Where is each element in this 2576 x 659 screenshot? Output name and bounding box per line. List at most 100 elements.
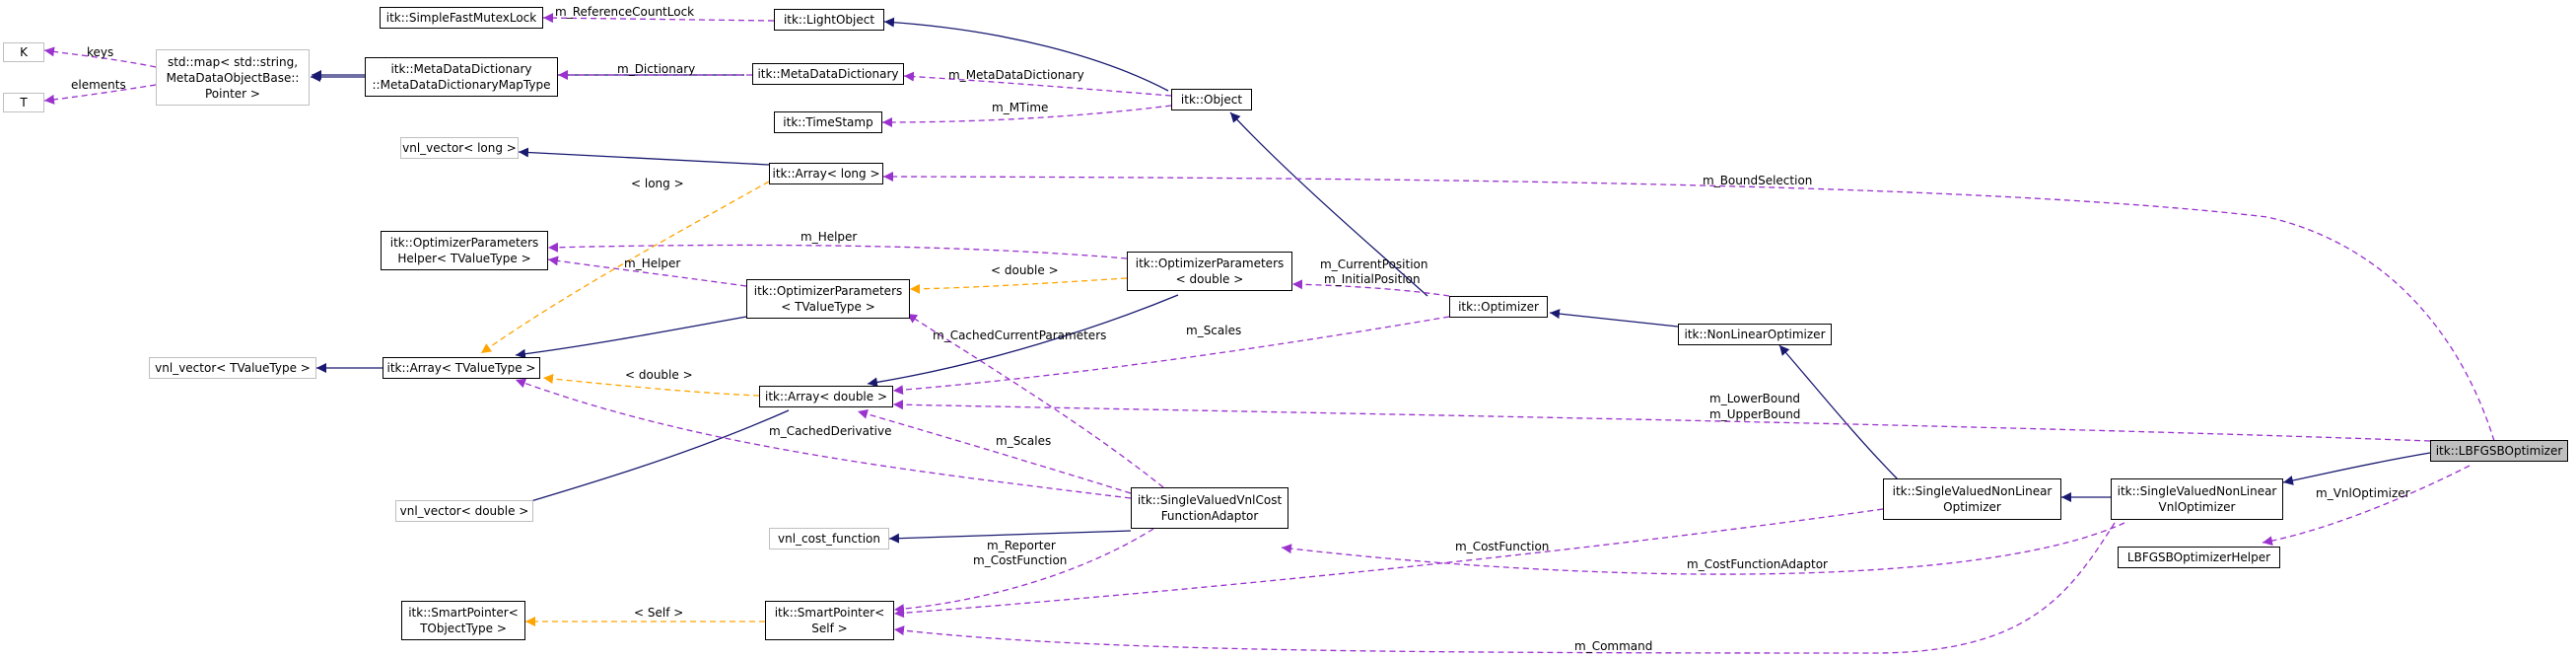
node-label-line: Helper< TValueType > bbox=[397, 252, 531, 265]
label-metadata-dictionary: m_MetaDataDictionary bbox=[948, 68, 1084, 82]
edge-svvcfa-scales bbox=[857, 408, 1132, 494]
node-label-line: < double > bbox=[1175, 272, 1244, 286]
edge-lbfgsb-bounds bbox=[892, 400, 2431, 442]
node-label-line: itk::Array< double > bbox=[764, 390, 888, 403]
node-label-line: itk::SmartPointer< bbox=[774, 606, 885, 620]
node-label-line: MetaDataObjectBase:: bbox=[166, 70, 300, 85]
node-simple-fast-mutex-lock[interactable]: itk::SimpleFastMutexLock bbox=[380, 7, 543, 29]
node-label-line: itk::NonLinearOptimizer bbox=[1684, 328, 1826, 341]
node-optimizer-parameters-double[interactable]: itk::OptimizerParameters< double > bbox=[1127, 252, 1292, 291]
label-helper-top: m_Helper bbox=[801, 230, 858, 244]
label-double-op: < double > bbox=[991, 263, 1059, 277]
node-label-line: itk::LBFGSBOptimizer bbox=[2435, 444, 2563, 458]
node-array-long[interactable]: itk::Array< long > bbox=[769, 163, 883, 184]
node-label-line: ::MetaDataDictionaryMapType bbox=[372, 78, 551, 92]
edge-lbfgsb-inherits-svnlvo bbox=[2282, 452, 2431, 485]
label-helper-bottom: m_Helper bbox=[624, 256, 681, 270]
node-label-line: Pointer > bbox=[205, 86, 260, 101]
node-label-line: T bbox=[20, 96, 28, 110]
node-label-line: TObjectType > bbox=[420, 622, 507, 635]
edge-nlo-inherits-optimizer bbox=[1549, 309, 1679, 328]
node-array-tvaluetype[interactable]: itk::Array< TValueType > bbox=[383, 357, 540, 379]
edge-svvcfa-inherits-vnl-cost bbox=[888, 530, 1132, 544]
node-label-line: vnl_cost_function bbox=[778, 532, 880, 546]
label-reference-count-lock: m_ReferenceCountLock bbox=[555, 5, 695, 19]
node-smart-pointer-self[interactable]: itk::SmartPointer<Self > bbox=[765, 601, 894, 640]
edge-svvcfa-cached-params bbox=[906, 313, 1164, 488]
label-cost-function-adaptor: m_CostFunctionAdaptor bbox=[1687, 557, 1828, 571]
edge-op-d-template bbox=[909, 277, 1128, 294]
node-object[interactable]: itk::Object bbox=[1171, 89, 1252, 110]
node-label-line: Optimizer bbox=[1943, 500, 2001, 514]
node-vnl-cost-function[interactable]: vnl_cost_function bbox=[769, 528, 889, 549]
edge-svnlvo-cost-adaptor bbox=[1281, 522, 2125, 575]
label-long: < long > bbox=[631, 177, 684, 190]
node-label-line: itk::SingleValuedVnlCost bbox=[1137, 493, 1283, 507]
node-label-line: VnlOptimizer bbox=[2158, 500, 2236, 514]
edge-array-long-inherits-vnl-long bbox=[518, 147, 770, 166]
edge-lbfgsb-bound-selection bbox=[882, 172, 2495, 442]
node-label-line: itk::SingleValuedNonLinear bbox=[1892, 484, 2053, 498]
label-current-position: m_CurrentPosition bbox=[1320, 257, 1428, 271]
node-label-line: < TValueType > bbox=[781, 300, 875, 314]
edge-svnlo-inherits-nlo bbox=[1778, 344, 1899, 480]
node-label-line: K bbox=[20, 45, 28, 59]
node-vnl-vector-long[interactable]: vnl_vector< long > bbox=[400, 137, 519, 159]
edge-op-d-inherits-array-d bbox=[867, 294, 1179, 388]
node-label-line: itk::OptimizerParameters bbox=[753, 284, 903, 298]
label-cost-function-left: m_CostFunction bbox=[973, 553, 1068, 567]
node-lbfgsb-optimizer[interactable]: itk::LBFGSBOptimizer bbox=[2430, 440, 2568, 462]
edge-object-mdd bbox=[903, 71, 1172, 97]
label-dictionary: m_Dictionary bbox=[617, 62, 696, 76]
label-bound-selection: m_BoundSelection bbox=[1703, 174, 1813, 187]
node-light-object[interactable]: itk::LightObject bbox=[774, 9, 884, 31]
node-optimizer[interactable]: itk::Optimizer bbox=[1449, 296, 1548, 318]
node-lbfgsb-optimizer-helper[interactable]: LBFGSBOptimizerHelper bbox=[2118, 547, 2280, 568]
node-label-line: itk::MetaDataDictionary bbox=[390, 62, 532, 76]
node-smart-pointer-tobjecttype[interactable]: itk::SmartPointer<TObjectType > bbox=[401, 601, 525, 640]
node-label-line: itk::Array< TValueType > bbox=[386, 361, 536, 375]
node-label-line: itk::Optimizer bbox=[1458, 300, 1539, 314]
edge-svnlo-cost-function bbox=[893, 508, 1884, 619]
node-label-line: std::map< std::string, bbox=[167, 54, 299, 69]
node-vnl-vector-tvaluetype[interactable]: vnl_vector< TValueType > bbox=[149, 357, 316, 379]
edge-lightobject-refcount bbox=[542, 13, 775, 24]
node-metadata-dictionary[interactable]: itk::MetaDataDictionary bbox=[752, 63, 904, 85]
label-scales-upper: m_Scales bbox=[1186, 324, 1242, 337]
edge-optimizer-inherits-object bbox=[1229, 111, 1428, 297]
label-cached-derivative: m_CachedDerivative bbox=[769, 424, 892, 438]
label-double-array: < double > bbox=[625, 368, 693, 382]
node-time-stamp[interactable]: itk::TimeStamp bbox=[774, 111, 882, 133]
node-metadata-dictionary-map-type[interactable]: itk::MetaDataDictionary::MetaDataDiction… bbox=[365, 57, 558, 97]
node-label-line: itk::TimeStamp bbox=[783, 115, 873, 129]
edge-lbfgsb-vnl-optimizer bbox=[2262, 465, 2471, 547]
node-label-line: itk::Object bbox=[1180, 93, 1243, 107]
edge-op-t-inherits-array-t bbox=[515, 316, 747, 359]
node-t[interactable]: T bbox=[3, 93, 44, 112]
edge-svnlvo-command bbox=[893, 522, 2116, 654]
node-label-line: itk::SimpleFastMutexLock bbox=[385, 11, 537, 25]
node-array-double[interactable]: itk::Array< double > bbox=[759, 386, 893, 407]
edge-array-long-template bbox=[480, 181, 770, 354]
edge-stdmap-elements-t bbox=[43, 84, 157, 105]
node-optimizer-parameters-tvaluetype[interactable]: itk::OptimizerParameters< TValueType > bbox=[746, 279, 910, 319]
edge-svvcfa-cached-derivative bbox=[515, 378, 1132, 499]
node-label-line: FunctionAdaptor bbox=[1160, 509, 1259, 523]
node-vnl-vector-double[interactable]: vnl_vector< double > bbox=[395, 500, 533, 522]
edge-svvcfa-reporter-cost bbox=[893, 528, 1154, 615]
node-label-line: vnl_vector< double > bbox=[399, 504, 529, 518]
label-keys: keys bbox=[87, 45, 114, 59]
node-std-map[interactable]: std::map< std::string,MetaDataObjectBase… bbox=[156, 49, 310, 106]
label-elements: elements bbox=[71, 78, 126, 92]
edge-optimizer-positions bbox=[1291, 279, 1450, 297]
node-nonlinear-optimizer[interactable]: itk::NonLinearOptimizer bbox=[1678, 324, 1832, 345]
label-self: < Self > bbox=[634, 606, 684, 620]
edge-op-t-helper bbox=[547, 256, 747, 287]
node-k[interactable]: K bbox=[3, 42, 44, 62]
